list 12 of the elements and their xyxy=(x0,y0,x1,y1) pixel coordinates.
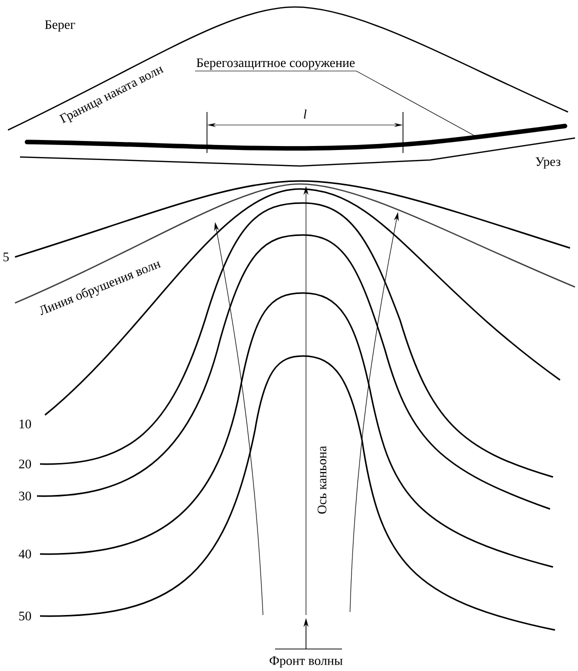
seawall-drawing xyxy=(24,124,568,151)
depth-label: 50 xyxy=(19,612,31,620)
region-label: Берег xyxy=(44,20,76,32)
axis-label: Ось каньона xyxy=(318,446,326,514)
depth-label: 5 xyxy=(4,252,9,262)
depth-label: 30 xyxy=(19,492,31,500)
callout-text: Берегозащитное сооружение xyxy=(196,58,355,70)
line-label: Фронт волны xyxy=(270,656,343,668)
leader-line xyxy=(194,70,476,136)
depth-label: 10 xyxy=(20,420,31,428)
depth-label: 20 xyxy=(19,460,31,468)
depth-label: 40 xyxy=(18,550,31,558)
